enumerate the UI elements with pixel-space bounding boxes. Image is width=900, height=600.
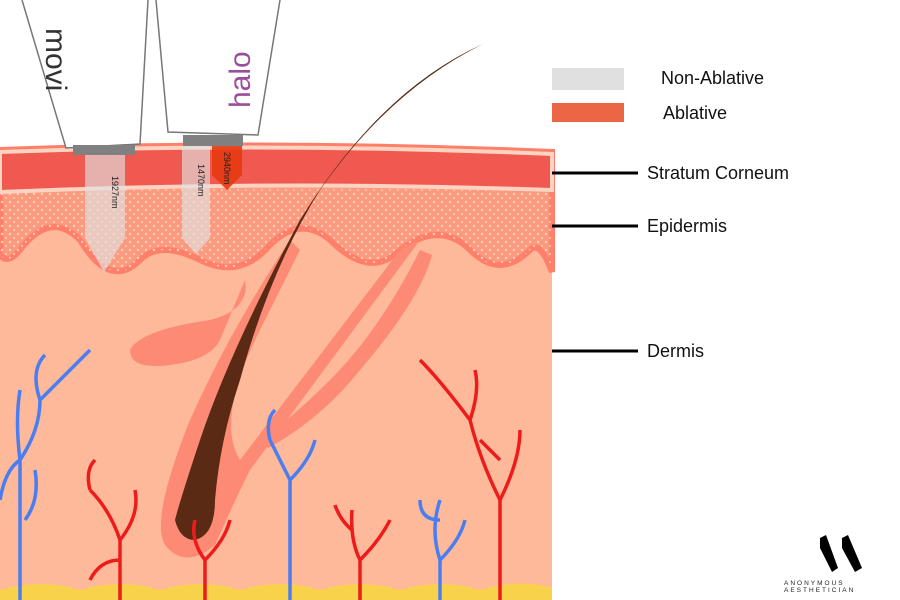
arrector-muscle	[260, 250, 432, 448]
halo-non-ablative-beam	[182, 146, 210, 254]
fat-layer	[0, 583, 552, 600]
layer-label-stratum-corneum: Stratum Corneum	[647, 163, 790, 183]
halo-logo: halo	[224, 51, 257, 108]
layer-label-dermis: Dermis	[647, 341, 704, 361]
hair-shaft	[175, 44, 483, 540]
layer-pointer-lines	[552, 171, 638, 353]
legend-swatch-ablative	[552, 103, 624, 122]
logo-text: ANONYMOUS AESTHETICIAN	[784, 580, 856, 594]
sebaceous-gland	[130, 280, 246, 366]
movi-wavelength: 1927nm	[110, 176, 120, 209]
movi-beam	[85, 155, 125, 272]
blood-vessels-arteries	[86, 358, 522, 600]
legend-label-non-ablative: Non-Ablative	[661, 68, 765, 88]
halo-ablative-beam	[212, 146, 242, 190]
anonymous-aesthetician-logo	[820, 535, 862, 572]
halo-device: halo 1470nm 2940nm	[155, 0, 281, 254]
legend-label-ablative: Ablative	[663, 103, 728, 123]
stratum-corneum-layer	[0, 145, 554, 195]
layer-label-epidermis: Epidermis	[647, 216, 728, 236]
movi-logo: movi	[39, 28, 72, 91]
halo-ablative-wavelength: 2940nm	[222, 152, 232, 185]
movi-device: movi 1927nm	[21, 0, 149, 272]
blood-vessels-veins	[0, 348, 467, 600]
legend-swatch-non-ablative	[552, 68, 624, 90]
halo-non-ablative-wavelength: 1470nm	[196, 164, 206, 197]
hair-follicle	[160, 240, 420, 558]
